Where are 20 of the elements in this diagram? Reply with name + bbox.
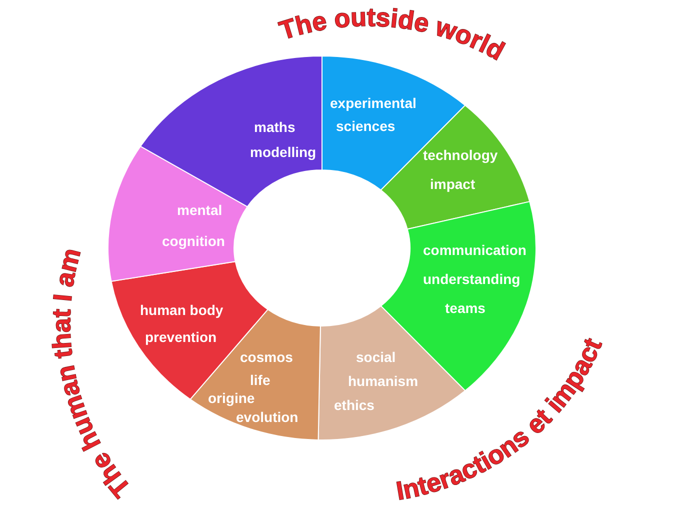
segment-label: ethics <box>334 397 374 413</box>
segment-label: communication <box>423 242 526 258</box>
segment-label: cosmos <box>240 349 293 365</box>
segment-label: prevention <box>145 329 217 345</box>
segment-label: human body <box>140 302 224 318</box>
segment-label: origine <box>208 390 255 406</box>
segment-label: social <box>356 349 396 365</box>
segment-label: maths <box>254 119 296 135</box>
segment-label: humanism <box>348 373 418 389</box>
segment-label: evolution <box>236 409 298 425</box>
segment-label: modelling <box>250 144 316 160</box>
segment-label: teams <box>445 300 486 316</box>
segment-label: experimental sciences <box>330 95 416 134</box>
segment-label: technology <box>423 147 498 163</box>
segment-label: life <box>250 372 270 388</box>
segment-label: mental <box>177 202 222 218</box>
segment-label: impact <box>430 176 476 192</box>
curved-heading: The outside world <box>276 2 510 66</box>
segment-label: cognition <box>162 233 225 249</box>
segment-label: understanding <box>423 271 520 287</box>
